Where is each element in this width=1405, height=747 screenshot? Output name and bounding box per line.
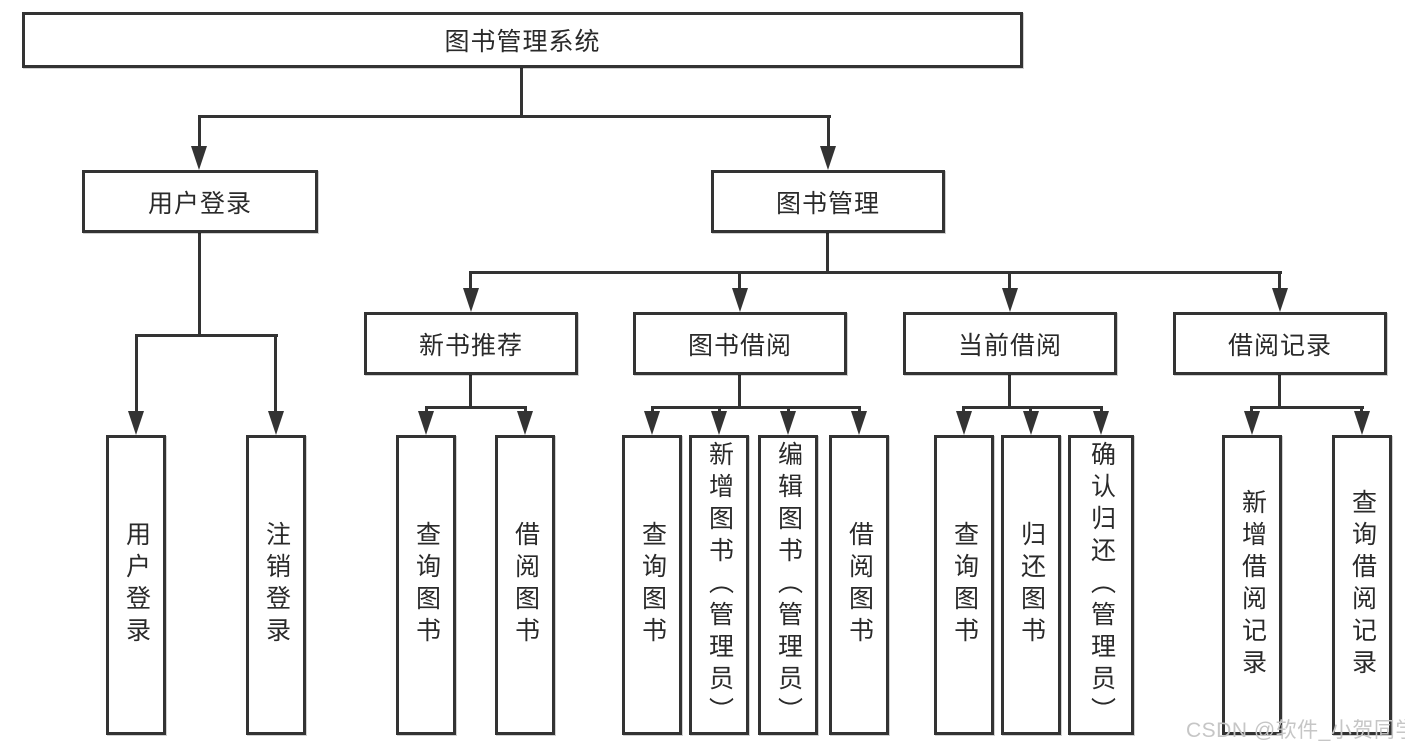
leaf-add-book-admin: 新增图书（管理员） bbox=[689, 435, 749, 735]
arrow-down-leaf bbox=[1244, 411, 1260, 435]
connector-h-new-book-bus bbox=[425, 406, 527, 409]
connector-v-root-stem bbox=[520, 68, 523, 118]
leaf-add-borrow-record: 新增借阅记录 bbox=[1222, 435, 1282, 735]
leaf-borrow-books-newbook-label: 借阅图书 bbox=[511, 521, 540, 649]
connector-v-leaf bbox=[1360, 406, 1363, 415]
leaf-query-borrow-record: 查询借阅记录 bbox=[1332, 435, 1392, 735]
leaf-confirm-return-admin: 确认归还（管理员） bbox=[1068, 435, 1134, 735]
arrow-down-leaf-user-login bbox=[128, 411, 144, 435]
arrow-down-leaf bbox=[1023, 411, 1039, 435]
connector-v-leaf bbox=[1100, 406, 1103, 415]
node-book-management: 图书管理 bbox=[711, 170, 945, 233]
leaf-edit-book-admin: 编辑图书（管理员） bbox=[758, 435, 818, 735]
leaf-edit-book-admin-label: 编辑图书（管理员） bbox=[774, 441, 803, 729]
node-book-borrowing: 图书借阅 bbox=[633, 312, 847, 375]
connector-v-new-book-stem bbox=[469, 375, 472, 409]
leaf-return-books: 归还图书 bbox=[1001, 435, 1061, 735]
leaf-query-books-current-label: 查询图书 bbox=[950, 521, 979, 649]
arrow-down-new-book bbox=[463, 288, 479, 312]
connector-v-leaf bbox=[1250, 406, 1253, 415]
leaf-query-borrow-record-label: 查询借阅记录 bbox=[1348, 489, 1377, 681]
connector-v-user-login-stem bbox=[198, 233, 201, 337]
node-library-management-system-label: 图书管理系统 bbox=[444, 28, 601, 56]
connector-v-to-user-login bbox=[198, 115, 201, 150]
arrow-down-book-borrow bbox=[732, 288, 748, 312]
arrow-down-borrow-records bbox=[1272, 288, 1288, 312]
node-new-book-recommendation: 新书推荐 bbox=[364, 312, 578, 375]
arrow-down-leaf bbox=[418, 411, 434, 435]
connector-v-leaf bbox=[524, 406, 527, 415]
arrow-down-leaf bbox=[711, 411, 727, 435]
node-borrowing-records-label: 借阅记录 bbox=[1227, 331, 1332, 360]
arrow-down-leaf bbox=[1354, 411, 1370, 435]
connector-v-to-book-borrow bbox=[738, 271, 741, 293]
connector-v-leaf bbox=[858, 406, 861, 415]
leaf-borrow-books-borrowing: 借阅图书 bbox=[829, 435, 889, 735]
leaf-query-books-current: 查询图书 bbox=[934, 435, 994, 735]
leaf-return-books-label: 归还图书 bbox=[1017, 521, 1046, 649]
leaf-borrow-books-newbook: 借阅图书 bbox=[495, 435, 555, 735]
connector-h-current-borrow-bus bbox=[962, 406, 1103, 409]
arrow-down-leaf bbox=[851, 411, 867, 435]
node-library-management-system: 图书管理系统 bbox=[22, 12, 1023, 68]
leaf-borrow-books-borrowing-label: 借阅图书 bbox=[845, 521, 874, 649]
connector-v-leaf bbox=[962, 406, 965, 415]
arrow-down-leaf bbox=[1093, 411, 1109, 435]
node-borrowing-records: 借阅记录 bbox=[1173, 312, 1387, 375]
arrow-down-leaf bbox=[517, 411, 533, 435]
node-current-borrowing-label: 当前借阅 bbox=[957, 331, 1062, 360]
leaf-add-book-admin-label: 新增图书（管理员） bbox=[705, 441, 734, 729]
node-book-borrowing-label: 图书借阅 bbox=[687, 331, 792, 360]
connector-v-leaf bbox=[425, 406, 428, 415]
connector-v-current-borrow-stem bbox=[1008, 375, 1011, 409]
leaf-user-login-label: 用户登录 bbox=[122, 521, 151, 649]
leaf-query-books-borrowing: 查询图书 bbox=[622, 435, 682, 735]
leaf-add-borrow-record-label: 新增借阅记录 bbox=[1238, 489, 1267, 681]
leaf-user-login: 用户登录 bbox=[106, 435, 166, 735]
connector-h-user-login-bus bbox=[135, 334, 278, 337]
arrow-down-leaf bbox=[956, 411, 972, 435]
connector-v-to-book-management bbox=[827, 115, 830, 150]
arrow-down-current-borrow bbox=[1002, 288, 1018, 312]
node-book-management-label: 图书管理 bbox=[775, 189, 880, 218]
leaf-query-books-newbook: 查询图书 bbox=[396, 435, 456, 735]
leaf-query-books-newbook-label: 查询图书 bbox=[412, 521, 441, 649]
connector-v-to-new-book bbox=[469, 271, 472, 293]
node-current-borrowing: 当前借阅 bbox=[903, 312, 1117, 375]
arrow-down-book-management bbox=[820, 146, 836, 170]
arrow-down-leaf-logout bbox=[268, 411, 284, 435]
leaf-confirm-return-admin-label: 确认归还（管理员） bbox=[1087, 441, 1116, 729]
leaf-query-books-borrowing-label: 查询图书 bbox=[638, 521, 667, 649]
connector-v-book-borrow-stem bbox=[738, 375, 741, 409]
connector-v-to-leaf-user-login bbox=[135, 334, 138, 414]
connector-v-leaf bbox=[787, 406, 790, 415]
connector-h-level3-bus bbox=[469, 271, 1282, 274]
connector-v-leaf bbox=[1029, 406, 1032, 415]
node-user-login: 用户登录 bbox=[82, 170, 318, 233]
node-new-book-recommendation-label: 新书推荐 bbox=[418, 331, 523, 360]
connector-v-to-borrow-records bbox=[1278, 271, 1281, 293]
connector-v-book-management-stem bbox=[826, 233, 829, 274]
arrow-down-leaf bbox=[780, 411, 796, 435]
connector-v-leaf bbox=[718, 406, 721, 415]
connector-h-level1-bus bbox=[198, 115, 831, 118]
csdn-watermark: CSDN @软件_小贺同学 bbox=[1186, 719, 1405, 742]
connector-v-to-leaf-logout bbox=[274, 334, 277, 414]
connector-v-to-current-borrow bbox=[1008, 271, 1011, 293]
leaf-logout-label: 注销登录 bbox=[262, 521, 291, 649]
leaf-logout: 注销登录 bbox=[246, 435, 306, 735]
arrow-down-user-login bbox=[191, 146, 207, 170]
arrow-down-leaf bbox=[644, 411, 660, 435]
node-user-login-label: 用户登录 bbox=[147, 189, 252, 218]
connector-v-leaf bbox=[651, 406, 654, 415]
connector-h-borrow-records-bus bbox=[1250, 406, 1364, 409]
connector-h-book-borrow-bus bbox=[651, 406, 861, 409]
connector-v-borrow-records-stem bbox=[1278, 375, 1281, 409]
